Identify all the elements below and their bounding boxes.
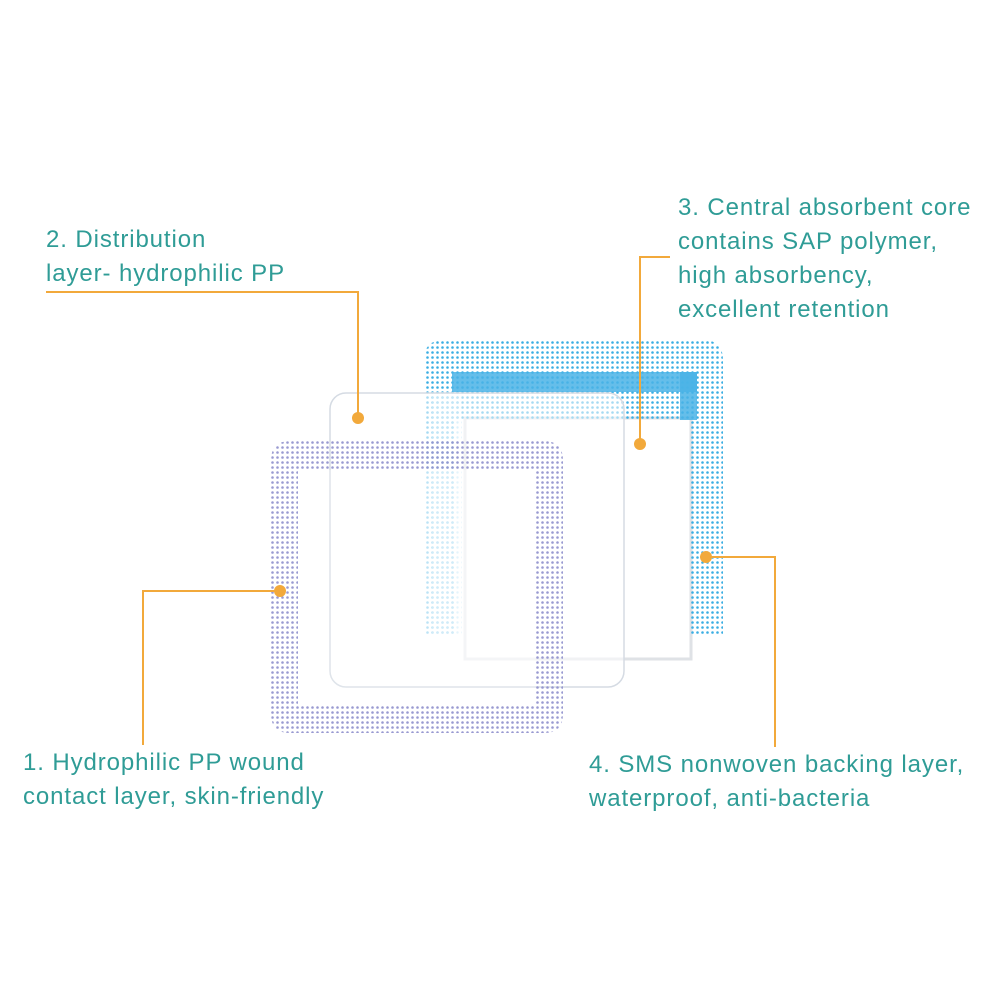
absorbent-core-label-line: 3. Central absorbent core — [678, 194, 972, 221]
contact-layer-label-line: contact layer, skin-friendly — [23, 783, 325, 810]
marker-dot-backing — [700, 551, 712, 563]
absorbent-core-band-right — [680, 372, 697, 420]
leader-line-core — [639, 256, 670, 444]
absorbent-core-label-line: contains SAP polymer, — [678, 228, 938, 255]
contact-layer-label-line: 1. Hydrophilic PP wound — [23, 749, 305, 776]
absorbent-core-label-line: excellent retention — [678, 296, 890, 323]
backing-layer-label-line: 4. SMS nonwoven backing layer, — [589, 751, 965, 778]
distribution-layer-label-line: layer- hydrophilic PP — [46, 260, 285, 287]
leader-lines — [46, 256, 776, 747]
contact-layer — [271, 441, 563, 733]
distribution-layer-label: 2. Distribution layer- hydrophilic PP — [46, 223, 285, 291]
backing-layer-label-line: waterproof, anti-bacteria — [589, 785, 871, 812]
absorbent-core-band-top — [452, 372, 697, 392]
distribution-layer-label-line: 2. Distribution — [46, 226, 207, 253]
contact-layer-inner — [298, 470, 536, 706]
leader-line-backing — [706, 556, 776, 747]
marker-dot-core — [634, 438, 646, 450]
marker-dot-distribution — [352, 412, 364, 424]
absorbent-core-label-line: high absorbency, — [678, 262, 874, 289]
leader-line-distribution — [46, 291, 359, 418]
contact-layer-label: 1. Hydrophilic PP wound contact layer, s… — [23, 746, 324, 814]
marker-dots — [274, 412, 712, 597]
absorbent-core-label: 3. Central absorbent core contains SAP p… — [678, 191, 971, 327]
backing-layer-label: 4. SMS nonwoven backing layer, waterproo… — [589, 748, 964, 816]
marker-dot-contact — [274, 585, 286, 597]
leader-line-contact — [142, 590, 280, 745]
